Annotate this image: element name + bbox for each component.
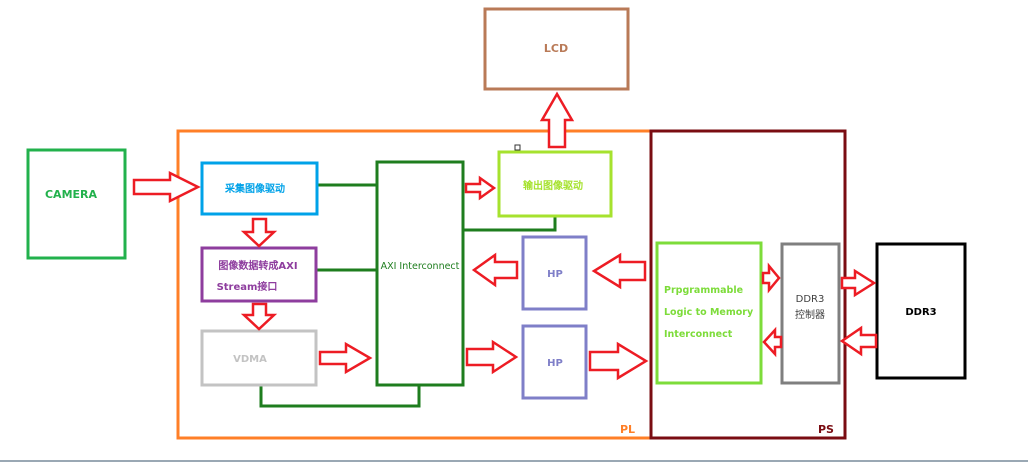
camera-block: [26, 148, 127, 260]
vdma-block: [200, 329, 318, 387]
lcd-label: LCD: [544, 42, 568, 55]
arrow-ddrctrl-to-ptm: [762, 326, 783, 358]
wire-vdma-loop: [259, 385, 421, 408]
hp-bottom-label: HP: [547, 358, 563, 369]
pl-to-memory-label-1: Prpgrammable: [664, 285, 743, 296]
arrow-hp-to-axi: [471, 252, 519, 288]
capture-driver-block: [200, 161, 319, 216]
wire-output-axi: [463, 216, 557, 232]
hp-top-block: [521, 235, 588, 311]
arrow-ddrctrl-to-ddr3: [840, 268, 877, 298]
output-driver-label: 输出图像驱动: [523, 179, 583, 192]
marker-square: [514, 144, 521, 151]
camera-label: CAMERA: [45, 188, 98, 201]
hp-top-label: HP: [547, 269, 563, 280]
image-bottom-border: [0, 460, 1028, 462]
arrow-hp-bottom-to-ptm: [588, 341, 649, 381]
capture-driver-label: 采集图像驱动: [224, 182, 285, 195]
arrow-output-to-lcd: [539, 91, 575, 149]
arrow-convert-to-vdma: [240, 302, 278, 331]
arrow-axi-to-hp: [465, 339, 519, 375]
pl-label: PL: [620, 423, 635, 436]
arrow-ptm-to-ddrctrl: [761, 262, 781, 294]
axi-stream-convert-label-2: Stream接口: [217, 280, 278, 293]
arrow-axi-to-output: [464, 175, 497, 201]
axi-interconnect-label: AXI Interconnect: [381, 261, 460, 272]
axi-stream-convert-label-1: 图像数据转成AXI: [218, 259, 297, 272]
pl-to-memory-label-2: Logic to Memory: [664, 307, 754, 318]
axi-interconnect-block: [375, 160, 465, 387]
pl-to-memory-label-3: Interconnect: [664, 329, 733, 340]
arrows: [132, 91, 878, 381]
arrow-ddr3-to-ddrctrl: [839, 325, 878, 357]
ddr3-memory-label: DDR3: [905, 307, 936, 318]
vdma-label: VDMA: [233, 354, 267, 365]
axi-stream-convert-block: [200, 246, 318, 303]
ddr3-controller-label-1: DDR3: [796, 294, 825, 305]
arrow-ptm-to-hp-top: [591, 252, 647, 290]
arrow-capture-to-convert: [240, 217, 278, 248]
axi-wires: [259, 183, 557, 408]
lcd-block: [483, 7, 630, 91]
ddr3-controller-block: [780, 242, 841, 385]
ddr3-controller-label-2: 控制器: [795, 308, 825, 321]
ddr3-memory-block: [875, 242, 967, 380]
arrow-vdma-to-axi: [318, 341, 373, 375]
hp-bottom-block: [521, 324, 588, 400]
pl-to-memory-interconnect-block: [655, 241, 763, 385]
output-driver-block: [497, 150, 613, 218]
ps-label: PS: [818, 423, 834, 436]
arrow-camera-to-capture: [132, 170, 201, 204]
